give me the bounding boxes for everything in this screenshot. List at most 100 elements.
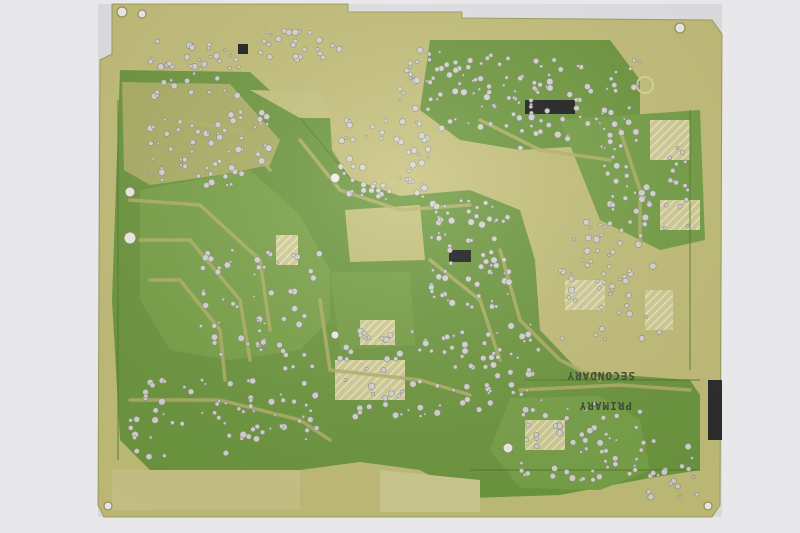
solder-joint: [613, 413, 620, 419]
solder-joint: [512, 95, 516, 100]
solder-joint: [253, 435, 260, 443]
solder-joint: [602, 163, 607, 168]
solder-joint: [535, 90, 540, 95]
solder-joint: [338, 137, 345, 145]
solder-joint: [605, 87, 609, 91]
solder-joint: [556, 429, 564, 437]
solder-joint: [633, 190, 637, 195]
solder-joint: [453, 117, 457, 122]
solder-joint: [428, 96, 434, 102]
solder-joint: [542, 412, 549, 419]
solder-joint: [572, 237, 576, 242]
solder-joint: [162, 412, 166, 416]
solder-joint: [265, 122, 269, 126]
solder-joint: [588, 259, 593, 264]
solder-joint: [539, 398, 543, 402]
solder-joint: [401, 90, 406, 95]
solder-joint: [229, 54, 233, 58]
solder-joint: [423, 412, 427, 416]
solder-joint: [182, 156, 188, 163]
solder-joint: [393, 135, 400, 143]
solder-joint: [486, 215, 493, 223]
solder-joint: [626, 310, 633, 318]
solder-joint: [279, 392, 283, 397]
solder-joint: [189, 123, 195, 128]
solder-joint: [418, 159, 426, 167]
solder-joint: [223, 48, 227, 52]
solder-joint: [434, 66, 440, 72]
solder-joint: [228, 260, 233, 264]
solder-joint: [634, 138, 639, 143]
solder-joint: [443, 61, 450, 68]
solder-joint: [451, 387, 456, 392]
solder-joint: [223, 88, 227, 93]
solder-joint: [259, 347, 263, 352]
solder-joint: [258, 157, 266, 165]
solder-joint: [252, 294, 256, 298]
solder-joint: [622, 195, 629, 201]
solder-joint: [465, 275, 472, 283]
solder-joint: [335, 45, 343, 53]
solder-joint: [452, 66, 459, 74]
solder-joint: [266, 53, 273, 60]
solder-joint: [388, 390, 395, 397]
solder-joint: [265, 250, 271, 255]
solder-joint: [345, 155, 353, 163]
solder-joint: [233, 92, 241, 99]
solder-joint: [445, 210, 450, 216]
solder-joint: [211, 333, 219, 341]
solder-joint: [488, 52, 494, 58]
solder-joint: [182, 385, 187, 390]
solder-joint: [208, 178, 216, 186]
solder-joint: [649, 190, 657, 197]
solder-joint: [504, 75, 509, 80]
solder-joint: [638, 59, 642, 63]
solder-joint: [207, 255, 215, 263]
solder-joint: [442, 349, 447, 355]
solder-joint: [162, 379, 167, 384]
solder-joint: [578, 115, 583, 119]
solder-joint: [399, 389, 404, 394]
solder-joint: [647, 493, 655, 501]
solder-joint: [442, 204, 447, 209]
solder-joint: [623, 164, 629, 170]
solder-joint: [234, 145, 242, 153]
solder-joint: [622, 117, 626, 121]
solder-joint: [599, 232, 604, 237]
solder-joint: [483, 258, 490, 265]
solder-joint: [566, 91, 573, 98]
solder-joint: [248, 403, 254, 409]
solder-joint: [683, 197, 689, 203]
solder-joint: [547, 73, 551, 77]
solder-joint: [597, 286, 602, 291]
solder-joint: [204, 382, 208, 386]
solder-joint: [364, 367, 369, 372]
solder-joint: [148, 140, 154, 147]
solder-joint: [611, 120, 618, 128]
solder-joint: [343, 378, 348, 382]
solder-joint: [307, 416, 314, 423]
solder-joint: [484, 382, 490, 388]
solder-joint: [290, 41, 297, 48]
solder-joint: [443, 269, 448, 274]
solder-joint: [572, 297, 578, 303]
solder-joint: [489, 271, 494, 275]
solder-joint: [226, 433, 232, 439]
solder-joint: [618, 143, 624, 149]
solder-joint: [528, 338, 533, 343]
solder-joint: [309, 363, 315, 369]
solder-joint: [528, 98, 534, 103]
solder-joint: [559, 336, 565, 341]
solder-joint: [605, 465, 610, 470]
solder-joint: [519, 128, 525, 134]
ic-chip: [449, 250, 471, 262]
solder-joint: [344, 356, 350, 362]
solder-joint: [347, 348, 354, 355]
solder-joint: [273, 413, 277, 417]
solder-joint: [229, 117, 237, 125]
solder-joint: [344, 135, 349, 140]
solder-joint: [507, 369, 514, 376]
solder-joint: [516, 114, 523, 122]
solder-joint: [393, 356, 399, 362]
solder-joint: [621, 274, 627, 279]
